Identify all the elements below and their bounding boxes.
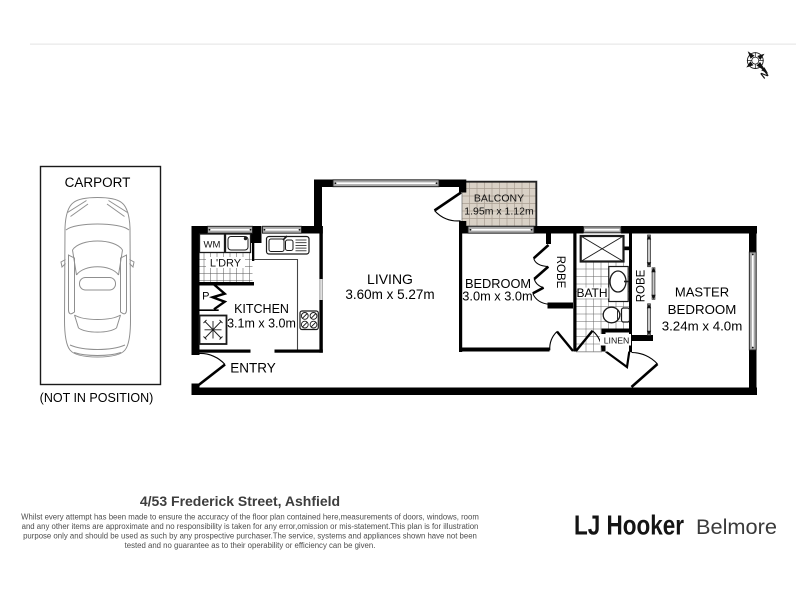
svg-text:purpose only and should be use: purpose only and should be used as such … (23, 532, 477, 541)
svg-text:3.60m x 5.27m: 3.60m x 5.27m (345, 287, 434, 302)
svg-text:(NOT IN POSITION): (NOT IN POSITION) (40, 391, 154, 405)
svg-text:MASTER: MASTER (675, 285, 729, 300)
svg-text:4/53 Frederick Street, Ashfiel: 4/53 Frederick Street, Ashfield (140, 493, 340, 509)
svg-text:P: P (202, 291, 209, 303)
svg-text:BALCONY: BALCONY (474, 193, 524, 205)
svg-text:CARPORT: CARPORT (65, 175, 131, 190)
svg-text:LIVING: LIVING (367, 271, 413, 287)
svg-text:LINEN: LINEN (604, 336, 630, 346)
svg-text:Belmore: Belmore (696, 516, 777, 539)
svg-text:3.0m x 3.0m: 3.0m x 3.0m (462, 289, 532, 304)
svg-text:ENTRY: ENTRY (230, 361, 276, 376)
svg-text:L'DRY: L'DRY (210, 258, 242, 270)
svg-text:BEDROOM: BEDROOM (668, 302, 737, 317)
svg-text:LJ Hooker: LJ Hooker (574, 510, 684, 541)
svg-text:3.1m x 3.0m: 3.1m x 3.0m (227, 317, 296, 331)
svg-text:ROBE: ROBE (636, 269, 648, 302)
svg-text:WM: WM (204, 240, 221, 251)
svg-text:Whilst every attempt has been: Whilst every attempt has been made to en… (21, 513, 479, 522)
svg-text:BATH: BATH (576, 286, 607, 300)
svg-text:3.24m x 4.0m: 3.24m x 4.0m (662, 319, 743, 334)
svg-text:tested and no guarantee as to: tested and no guarantee as to their oper… (125, 541, 376, 550)
svg-text:1.95m x 1.12m: 1.95m x 1.12m (464, 206, 534, 218)
svg-text:BEDROOM: BEDROOM (465, 276, 531, 291)
svg-text:KITCHEN: KITCHEN (234, 302, 289, 316)
svg-text:ROBE: ROBE (554, 256, 566, 289)
svg-text:and any other items are approx: and any other items are approximate and … (22, 522, 479, 531)
